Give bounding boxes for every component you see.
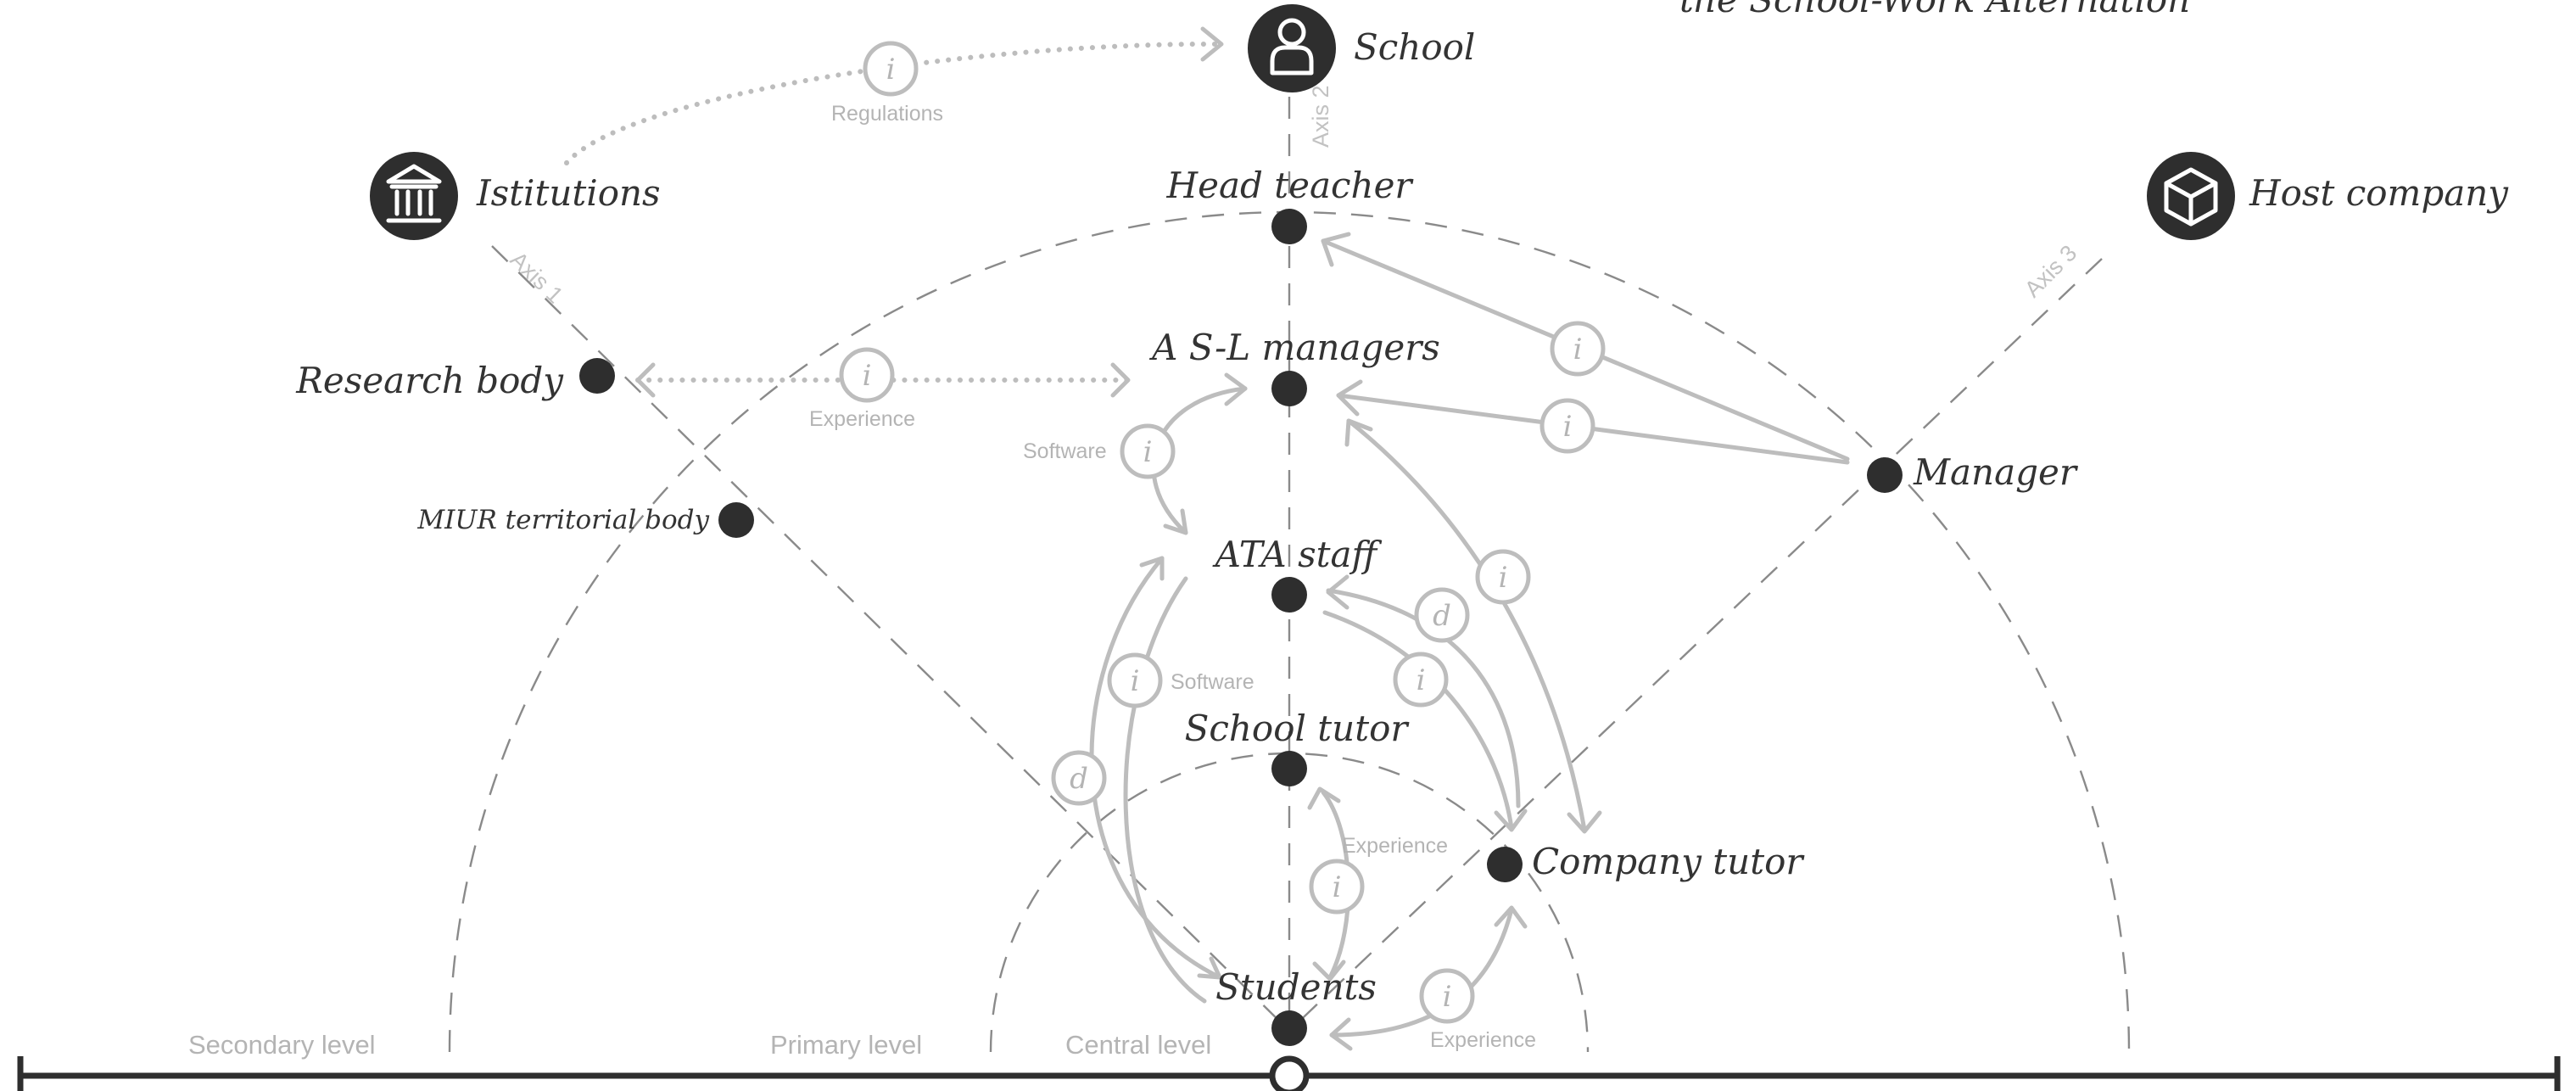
level-baseline xyxy=(17,1055,2561,1091)
company-tutor-node xyxy=(1487,847,1523,882)
info-icon xyxy=(863,41,919,97)
axis-1-label: Axis 1 xyxy=(506,247,568,309)
svg-text:i: i xyxy=(1143,435,1153,469)
info-icon xyxy=(1539,398,1595,454)
svg-text:i: i xyxy=(1333,870,1342,904)
head-teacher-node xyxy=(1271,209,1307,244)
manager-node xyxy=(1867,457,1903,493)
svg-text:i: i xyxy=(1131,664,1140,698)
document-icon xyxy=(1051,750,1107,806)
info-icon xyxy=(1475,549,1531,605)
svg-text:i: i xyxy=(1563,410,1573,444)
svg-text:i: i xyxy=(863,359,872,393)
info-icon xyxy=(1107,652,1163,708)
manager-label: Manager xyxy=(1913,451,2079,493)
svg-text:i: i xyxy=(1417,663,1426,697)
software-bottom-label: Software xyxy=(1171,670,1254,694)
students-node xyxy=(1271,1010,1307,1046)
regulations-flow xyxy=(564,41,1222,165)
research-body-node xyxy=(579,358,615,394)
company-tutor-to-ata-flow xyxy=(1326,588,1521,808)
axis-2-label: Axis 2 xyxy=(1308,85,1333,148)
actor-nodes xyxy=(579,209,1903,1046)
primary-level-label: Primary level xyxy=(770,1030,922,1060)
axis-3-label: Axis 3 xyxy=(2020,240,2081,302)
experience-research-label: Experience xyxy=(809,407,915,431)
research-body-label: Research body xyxy=(295,360,564,401)
software-top-label: Software xyxy=(1023,439,1107,463)
students-label: Students xyxy=(1215,966,1377,1008)
school-tutor-node xyxy=(1271,751,1307,786)
asl-managers-label: A S-L managers xyxy=(1148,327,1440,368)
svg-text:d: d xyxy=(1070,762,1088,796)
svg-text:i: i xyxy=(1499,561,1508,595)
regulations-label: Regulations xyxy=(831,102,943,126)
host-company-group: Host company xyxy=(2147,152,2509,240)
svg-text:i: i xyxy=(1443,980,1452,1014)
flow-badges: i i i i i i d i i d i i xyxy=(839,41,1606,1024)
secondary-level-label: Secondary level xyxy=(188,1030,376,1060)
bank-building-icon xyxy=(370,152,458,240)
asl-managers-node xyxy=(1271,371,1307,406)
diagram-caption: the School-Work Alternation xyxy=(1679,0,2190,20)
ata-staff-label: ATA staff xyxy=(1212,534,1383,575)
info-icon xyxy=(839,347,895,403)
info-icon xyxy=(1393,652,1449,708)
institutions-group: Istitutions xyxy=(370,152,661,240)
ata-to-company-tutor-flow xyxy=(1322,610,1514,831)
institutions-group-label: Istitutions xyxy=(476,172,661,214)
svg-text:i: i xyxy=(1573,333,1583,366)
head-teacher-label: Head teacher xyxy=(1165,165,1414,206)
school-group: School xyxy=(1248,4,1475,92)
info-icon xyxy=(1550,321,1606,377)
svg-text:i: i xyxy=(886,53,896,87)
info-icon xyxy=(1309,859,1365,915)
info-icon xyxy=(1120,423,1176,479)
host-company-group-label: Host company xyxy=(2249,172,2509,214)
origin-marker xyxy=(1269,1055,1310,1091)
document-icon xyxy=(1414,587,1470,643)
info-icon xyxy=(1419,968,1475,1024)
central-level-label: Central level xyxy=(1065,1030,1211,1060)
school-tutor-label: School tutor xyxy=(1185,708,1411,749)
axis-3-line xyxy=(1288,258,2103,1032)
miur-body-label: MIUR territorial body xyxy=(416,505,709,535)
software-ata-students-flow xyxy=(1123,576,1207,1004)
svg-text:d: d xyxy=(1433,599,1451,633)
experience-company-label: Experience xyxy=(1430,1028,1536,1052)
experience-tutor-label: Experience xyxy=(1342,834,1448,858)
company-tutor-label: Company tutor xyxy=(1532,841,1805,882)
ata-staff-node xyxy=(1271,577,1307,613)
miur-body-node xyxy=(718,502,754,538)
school-group-label: School xyxy=(1354,26,1475,68)
